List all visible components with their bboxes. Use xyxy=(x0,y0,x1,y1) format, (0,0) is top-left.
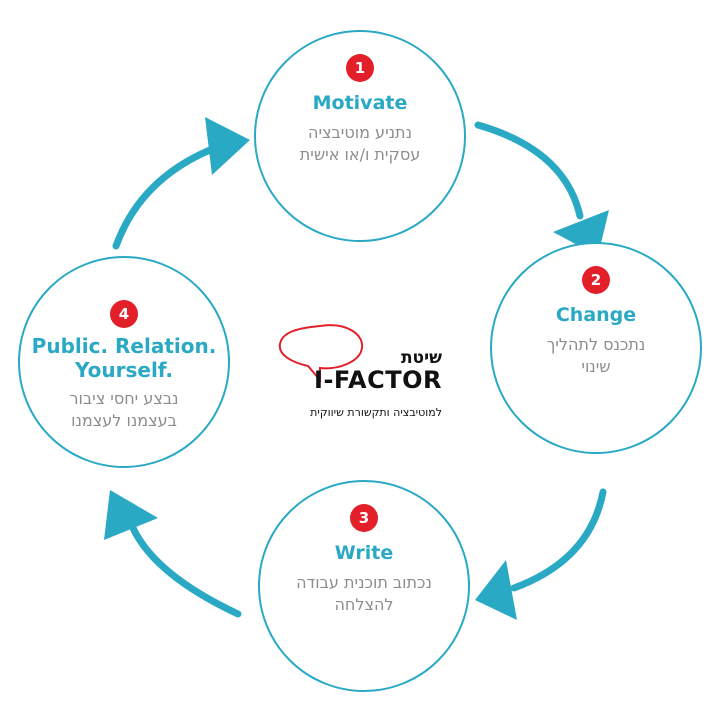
step-description-line: נכתוב תוכנית עבודה xyxy=(296,573,432,592)
arrow-motivate-to-change xyxy=(474,121,584,220)
arrow-public-to-motivate xyxy=(112,146,214,250)
step-number-badge: 4 xyxy=(110,300,138,328)
i-factor-logo: שיטת I-FACTOR למוטיבציה ותקשורת שיווקית xyxy=(276,318,454,428)
step-description-line: להצלחה xyxy=(334,595,394,614)
step-number-badge: 1 xyxy=(346,54,374,82)
speech-bubble-icon xyxy=(278,324,364,383)
step-title: Motivate xyxy=(312,92,408,114)
logo-brand-name: I-FACTOR xyxy=(314,366,442,394)
step-title: Write xyxy=(334,542,394,564)
arrow-write-to-public xyxy=(129,524,242,618)
step-description-line: עסקית ו/או אישית xyxy=(299,145,421,164)
step-description: נכתוב תוכנית עבודה להצלחה xyxy=(270,572,458,616)
step-title: Public. Relation. Yourself. xyxy=(20,334,228,382)
step-description: נבצע יחסי ציבור בעצמנו לעצמנו xyxy=(30,388,218,432)
step-change: 2 Change נתכנס לתהליך שינוי xyxy=(490,242,702,454)
step-title-line: Public. Relation. xyxy=(31,334,217,358)
arrowhead-to-public xyxy=(104,490,158,540)
arrowhead-to-motivate xyxy=(205,117,250,175)
step-number-badge: 3 xyxy=(350,504,378,532)
step-description-line: נתניע מוטיבציה xyxy=(308,123,412,142)
arrow-change-to-write xyxy=(510,488,607,592)
step-write: 3 Write נכתוב תוכנית עבודה להצלחה xyxy=(258,480,470,692)
step-public-relation: 4 Public. Relation. Yourself. נבצע יחסי … xyxy=(18,256,230,468)
logo-tagline: למוטיבציה ותקשורת שיווקית xyxy=(310,406,442,419)
step-number-badge: 2 xyxy=(582,266,610,294)
step-title-line: Yourself. xyxy=(74,358,174,382)
logo-hebrew-label: שיטת xyxy=(400,348,442,368)
step-title: Change xyxy=(555,304,637,326)
arrowhead-to-write xyxy=(475,560,517,620)
step-description-line: בעצמנו לעצמנו xyxy=(71,411,177,430)
step-description-line: נתכנס לתהליך xyxy=(546,335,646,354)
step-description-line: נבצע יחסי ציבור xyxy=(69,389,179,408)
step-description: נתכנס לתהליך שינוי xyxy=(502,334,690,378)
step-description-line: שינוי xyxy=(581,357,611,376)
step-description: נתניע מוטיבציה עסקית ו/או אישית xyxy=(266,122,454,166)
step-motivate: 1 Motivate נתניע מוטיבציה עסקית ו/או איש… xyxy=(254,30,466,242)
